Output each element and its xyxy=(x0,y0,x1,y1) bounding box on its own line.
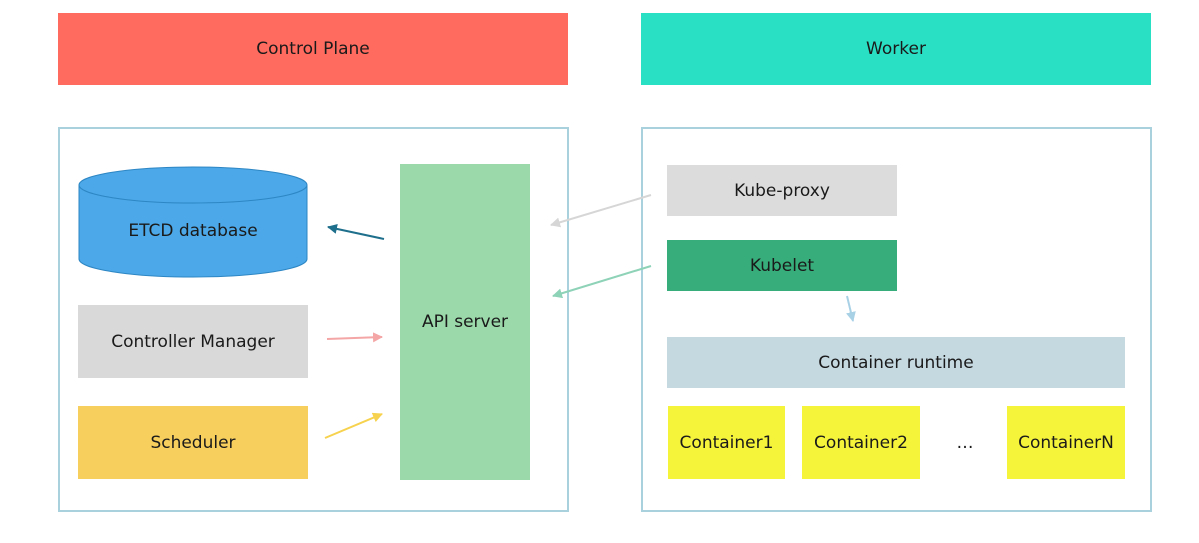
container-runtime-label: Container runtime xyxy=(818,352,974,373)
worker-title: Worker xyxy=(866,39,926,59)
kube-proxy-label: Kube-proxy xyxy=(734,180,830,201)
container-label: ContainerN xyxy=(1018,432,1114,453)
scheduler-box: Scheduler xyxy=(78,406,308,479)
container-box: Container2 xyxy=(802,406,920,479)
container-box: Container1 xyxy=(668,406,785,479)
controller-manager-box: Controller Manager xyxy=(78,305,308,378)
controller-manager-label: Controller Manager xyxy=(111,331,275,352)
control-plane-title: Control Plane xyxy=(256,39,370,59)
kubelet-box: Kubelet xyxy=(667,240,897,291)
container-label: Container1 xyxy=(679,432,774,453)
kubelet-label: Kubelet xyxy=(749,255,815,276)
database-cylinder-icon xyxy=(78,166,308,278)
ellipsis-label: … xyxy=(956,432,974,453)
etcd-database: ETCD database xyxy=(78,166,308,278)
container-label: Container2 xyxy=(814,432,908,453)
container-box: ContainerN xyxy=(1007,406,1125,479)
api-server-label: API server xyxy=(421,312,509,332)
container-runtime-box: Container runtime xyxy=(667,337,1125,388)
kube-proxy-box: Kube-proxy xyxy=(667,165,897,216)
worker-header: Worker xyxy=(641,13,1151,85)
scheduler-label: Scheduler xyxy=(150,432,236,453)
control-plane-header: Control Plane xyxy=(58,13,568,85)
etcd-label: ETCD database xyxy=(128,221,258,241)
ellipsis: … xyxy=(930,406,1000,479)
api-server-box: API server xyxy=(400,164,530,480)
